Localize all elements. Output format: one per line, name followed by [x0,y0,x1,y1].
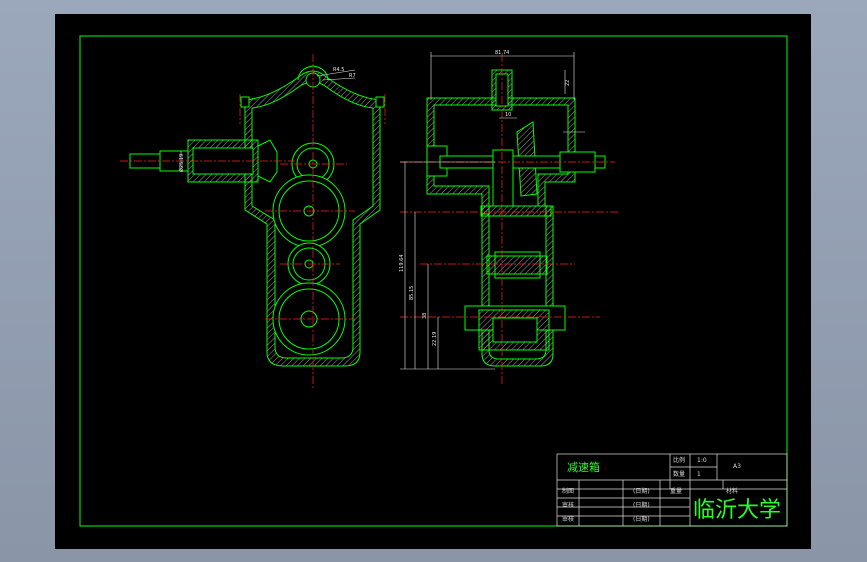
drawing-name: 减速箱 [567,461,600,474]
approve-label: 审核 [562,516,575,523]
sheet-code: A3 [733,463,741,470]
quantity-value: 1 [697,471,701,478]
front-view-centerlines [120,54,386,389]
drawing-sheet: R4.5 R7 Ø25.19 [55,14,811,549]
scale-label: 比例 [673,457,686,464]
dim-radius-small: R4.5 [333,67,344,73]
title-block-grid [556,453,788,527]
dim-shaft-dia: Ø25.19 [178,154,185,172]
check-label: 审核 [562,502,575,509]
dim-height-1: 119.64 [399,255,405,273]
dim-height-4: 22.19 [432,332,438,346]
dim-radius-outer: R7 [349,73,356,79]
date-3: (日期) [633,516,650,523]
drawn-label: 制图 [562,488,575,495]
cad-drawing: R4.5 R7 Ø25.19 [79,35,788,527]
dim-height-3: 38 [422,313,428,319]
dim-small-a: 22 [565,80,571,86]
date-1: (日期) [633,488,650,495]
drawing-frame [79,35,788,527]
quantity-label: 数量 [673,471,686,478]
side-view [426,69,606,367]
date-2: (日期) [633,502,650,509]
side-view-dimensions [400,52,585,370]
school-name: 临沂大学 [693,498,782,523]
material-label: 材料 [726,488,739,495]
weight-label: 重量 [670,488,683,495]
scale-value: 1:0 [697,457,707,464]
dim-height-2: 85.15 [409,286,415,300]
front-view [129,65,385,367]
dim-top-width: 81.74 [495,50,509,56]
dim-small-b: 10 [505,112,511,118]
